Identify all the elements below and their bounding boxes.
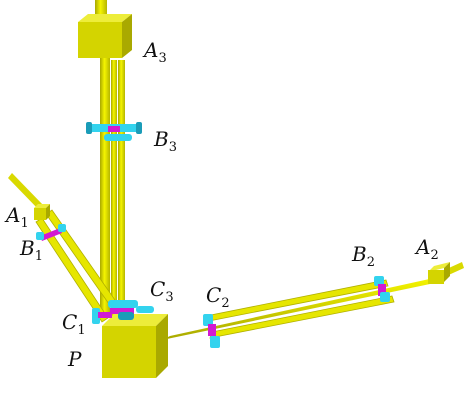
label-a2: A2 (414, 235, 439, 263)
leg-1-outer-rod (8, 173, 44, 211)
joint-c3 (108, 300, 154, 320)
block-a3 (78, 14, 132, 58)
leg-2 (162, 262, 464, 340)
label-b1: B1 (19, 236, 43, 264)
label-c2: C2 (206, 283, 230, 311)
joint-b1 (36, 224, 66, 241)
platform-block-p (102, 314, 168, 378)
label-c1: C1 (62, 310, 86, 338)
leg-3-parallel-rod-b (118, 60, 125, 316)
leg-1-parallel-rod-b (45, 209, 123, 315)
block-a1 (34, 204, 50, 220)
joint-b2 (374, 276, 390, 302)
joint-c2 (203, 314, 220, 348)
label-a1: A1 (4, 203, 29, 231)
block-a2 (428, 262, 450, 284)
label-c3: C3 (150, 277, 174, 305)
leg-3-parallel-rod-a (111, 60, 117, 316)
label-b2: B2 (351, 242, 375, 270)
label-a3: A3 (142, 38, 167, 66)
joint-c1 (92, 308, 112, 324)
label-b3: B3 (153, 127, 177, 155)
joint-b3 (86, 122, 142, 141)
leg-3 (78, 0, 132, 316)
leg-3-guide-rod (100, 56, 110, 316)
leg-2-guide-rod (162, 278, 434, 340)
label-p: P (67, 347, 82, 371)
